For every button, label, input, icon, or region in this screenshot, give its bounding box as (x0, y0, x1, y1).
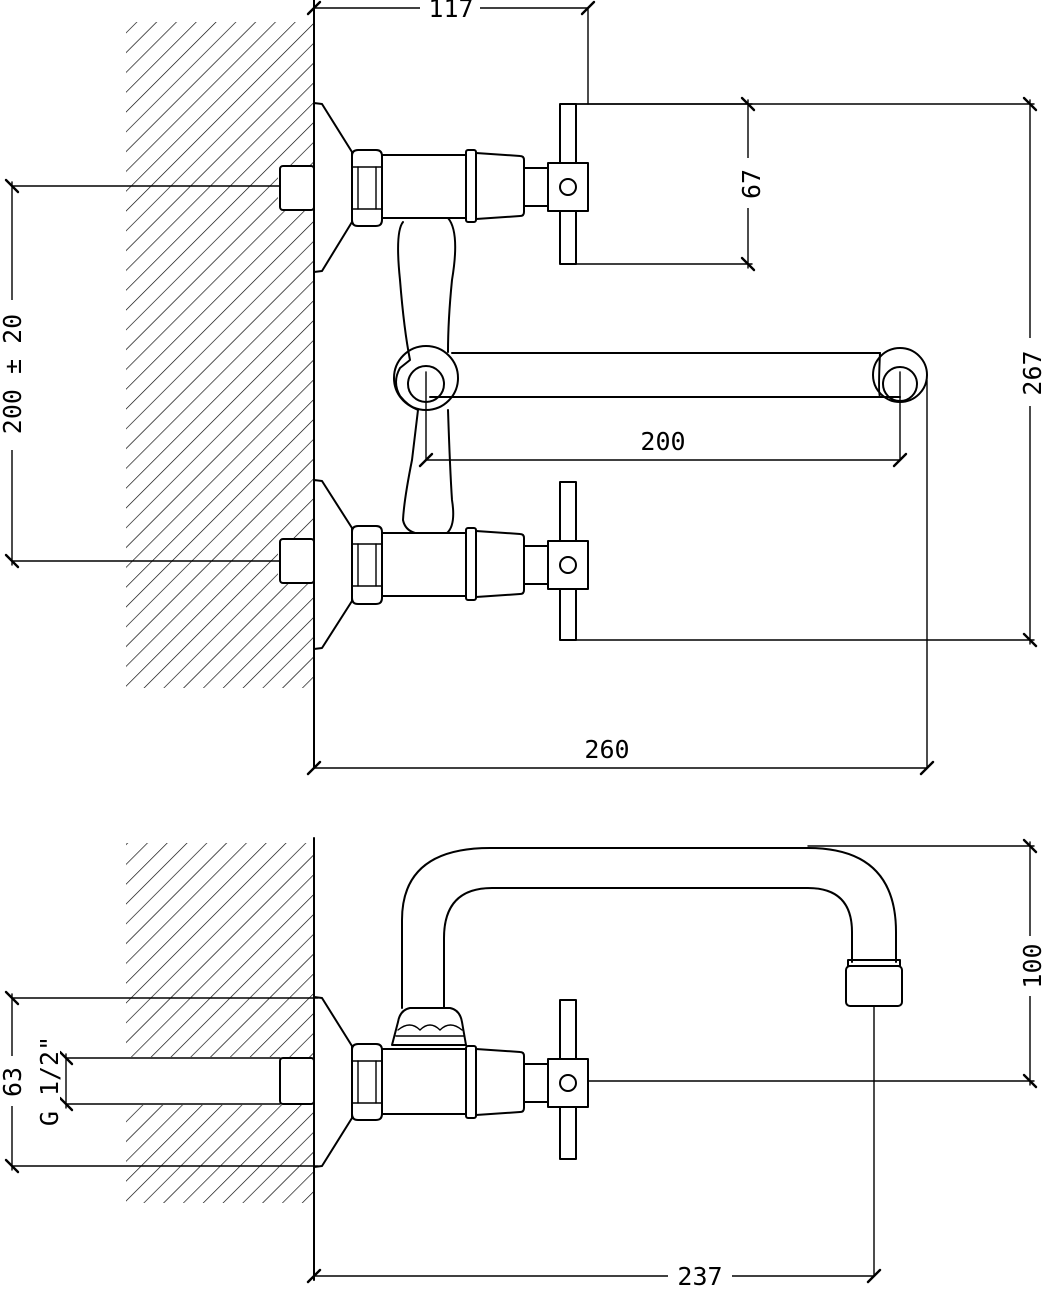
spout-plan (425, 347, 928, 769)
dim-thread: G 1/2" (35, 1030, 74, 1130)
dim-100-label: 100 (1018, 943, 1042, 988)
dim-200: 200 (418, 427, 908, 468)
dim-67-label: 67 (737, 169, 766, 199)
dim-267-label: 267 (1018, 350, 1042, 395)
wall-hatch-top (126, 0, 315, 769)
dim-200-pm-20-label: 200 ± 20 (0, 314, 27, 434)
top-view: 117 67 267 200 (0, 0, 1042, 776)
dim-67: 67 (575, 96, 766, 272)
dim-117: 117 (306, 0, 596, 105)
dim-237-label: 237 (677, 1262, 722, 1289)
lower-valve (381, 481, 589, 641)
dim-100: 100 (587, 838, 1042, 1089)
dim-thread-label: G 1/2" (35, 1036, 64, 1126)
dim-63-label: 63 (0, 1067, 27, 1097)
dim-117-label: 117 (428, 0, 473, 23)
upper-valve (381, 103, 589, 265)
dim-63: 63 (0, 990, 319, 1174)
dim-200-pm-20: 200 ± 20 (0, 178, 281, 569)
dim-200-label: 200 (640, 427, 685, 456)
dim-267: 267 (575, 96, 1042, 648)
wall-hatch-side (126, 837, 315, 1281)
dim-260: 260 (306, 735, 935, 776)
side-inlet (65, 996, 383, 1168)
dim-260-label: 260 (584, 735, 629, 764)
dim-237: 237 (306, 1262, 882, 1289)
side-valve (381, 999, 589, 1160)
lower-inlet (279, 479, 383, 650)
upper-inlet (279, 102, 383, 273)
mixer-body (393, 217, 459, 534)
spout-elevation (401, 847, 903, 1277)
side-view: 100 63 G 1/2" 237 (0, 837, 1042, 1289)
